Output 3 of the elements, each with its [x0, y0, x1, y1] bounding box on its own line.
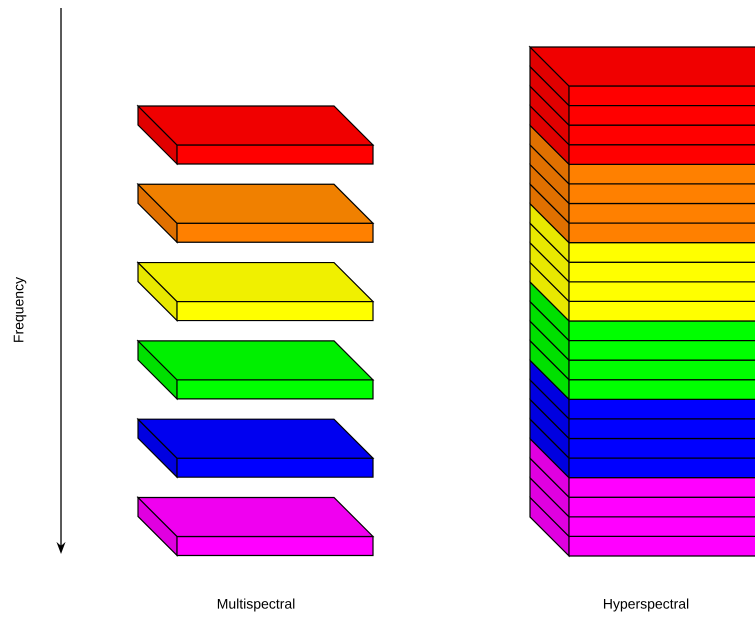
caption-label: Hyperspectral [604, 598, 688, 612]
caption-label: Multispectral [218, 598, 294, 612]
axis-label: Frequency [14, 276, 26, 342]
